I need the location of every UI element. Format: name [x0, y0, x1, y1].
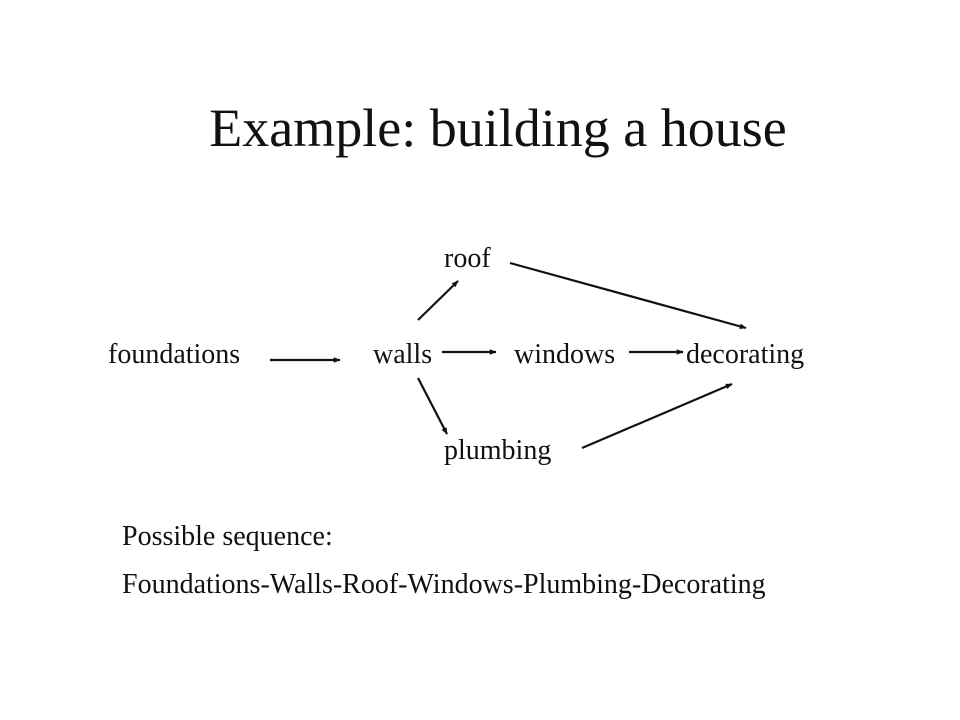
slide-title: Example: building a house	[209, 98, 787, 158]
arrow-walls-to-roof	[417, 280, 459, 321]
arrow-roof-to-decorating	[509, 261, 747, 330]
edges	[270, 261, 747, 450]
node-windows: windows	[514, 339, 615, 370]
arrow-plumbing-to-decorating	[581, 382, 733, 450]
node-walls: walls	[373, 339, 432, 370]
sequence-heading: Possible sequence:	[122, 521, 333, 552]
node-plumbing: plumbing	[444, 435, 551, 466]
arrow-walls-to-plumbing	[417, 377, 448, 435]
node-decorating: decorating	[686, 339, 804, 370]
node-foundations: foundations	[108, 339, 240, 370]
nodes: foundations walls roof windows plumbing decor…	[108, 243, 804, 466]
node-roof: roof	[444, 243, 491, 274]
sequence-text: Foundations-Walls-Roof-Windows-Plumbing-…	[122, 569, 766, 600]
